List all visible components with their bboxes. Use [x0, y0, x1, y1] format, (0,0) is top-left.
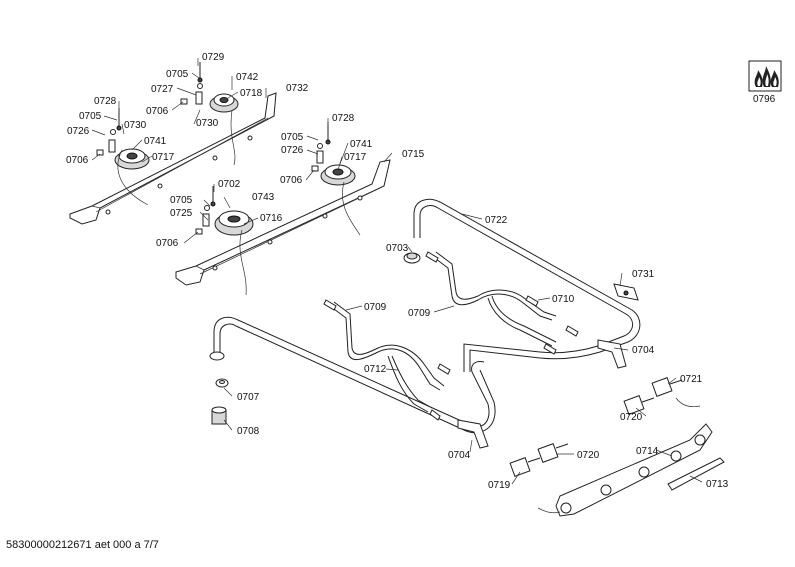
label-0727: 0727	[151, 84, 174, 95]
label-0714: 0714	[636, 446, 659, 457]
label-0731: 0731	[632, 269, 655, 280]
label-0706: 0706	[280, 175, 303, 186]
label-0730: 0730	[196, 118, 219, 129]
label-0707: 0707	[237, 392, 260, 403]
label-0712: 0712	[364, 364, 387, 375]
label-0729: 0729	[202, 52, 225, 63]
label-0741: 0741	[350, 139, 373, 150]
valves	[509, 377, 701, 477]
label-0703: 0703	[386, 243, 409, 254]
label-0796: 0796	[753, 94, 776, 105]
document-reference: 58300000212671 aet 000 a 7/7	[6, 539, 159, 551]
label-0713: 0713	[706, 479, 729, 490]
label-0705: 0705	[166, 69, 189, 80]
flame-icon	[748, 60, 782, 92]
label-0726: 0726	[281, 145, 304, 156]
label-0706: 0706	[156, 238, 179, 249]
label-0720: 0720	[577, 450, 600, 461]
label-0728: 0728	[332, 113, 355, 124]
bar-0713	[667, 457, 725, 491]
label-0709: 0709	[364, 302, 387, 313]
label-0716: 0716	[260, 213, 283, 224]
label-0705: 0705	[281, 132, 304, 143]
bracket-0704-right	[597, 339, 627, 369]
burner-0741-right	[320, 164, 356, 186]
label-0730: 0730	[124, 120, 147, 131]
label-0710: 0710	[552, 294, 575, 305]
label-0725: 0725	[170, 208, 193, 219]
label-0717: 0717	[344, 152, 367, 163]
label-0722: 0722	[485, 215, 508, 226]
label-0720: 0720	[620, 412, 643, 423]
label-0742: 0742	[236, 72, 259, 83]
label-0704: 0704	[632, 345, 655, 356]
label-0706: 0706	[66, 155, 89, 166]
label-0709: 0709	[408, 308, 431, 319]
bracket-0704-left	[457, 419, 489, 449]
gas-rail-left	[209, 316, 496, 434]
label-0718: 0718	[240, 88, 263, 99]
label-0743: 0743	[252, 192, 275, 203]
burner-rail-0715	[175, 159, 391, 286]
part-labels: 0729 0705 0742 0727 0732 0706 0718 0730 …	[66, 52, 776, 491]
burner-0741-left	[114, 148, 150, 170]
label-0702: 0702	[218, 179, 241, 190]
label-0705: 0705	[170, 195, 193, 206]
small-fittings	[96, 62, 331, 235]
burner-0743	[214, 210, 254, 236]
burner-rail-0732	[69, 92, 277, 225]
burner-0742	[209, 93, 239, 113]
gas-rail-0722	[413, 198, 641, 372]
label-0715: 0715	[402, 149, 425, 160]
label-0726: 0726	[67, 126, 90, 137]
label-0705: 0705	[79, 111, 102, 122]
label-0708: 0708	[237, 426, 260, 437]
fitting-0708	[211, 406, 227, 425]
label-0719: 0719	[488, 480, 511, 491]
label-0704: 0704	[448, 450, 471, 461]
label-0721: 0721	[680, 374, 703, 385]
label-0728: 0728	[94, 96, 117, 107]
label-0706: 0706	[146, 106, 169, 117]
label-0732: 0732	[286, 83, 309, 94]
label-0741: 0741	[144, 136, 167, 147]
label-0717: 0717	[152, 152, 175, 163]
bracket-0731	[613, 283, 639, 301]
manifold-0714	[537, 423, 713, 517]
